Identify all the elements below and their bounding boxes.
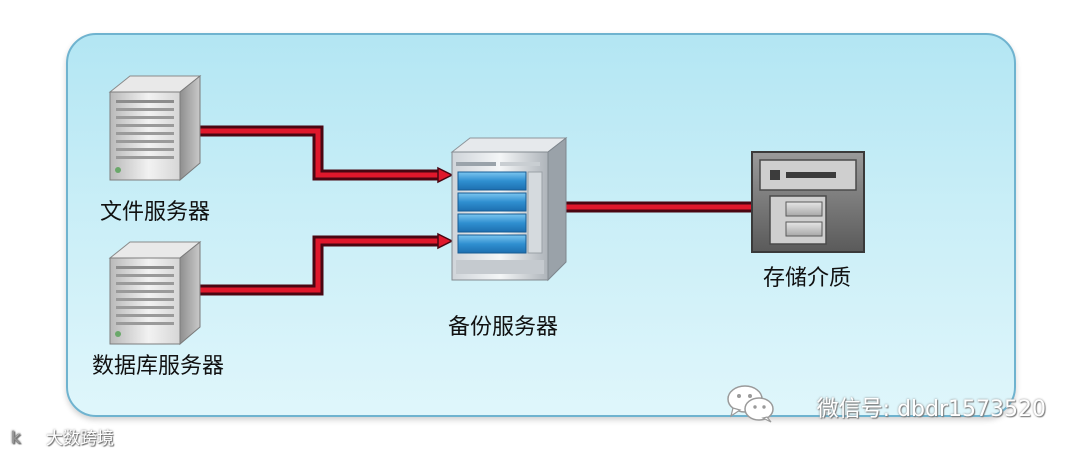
database-server-label: 数据库服务器 (92, 354, 225, 379)
brand-logo-icon: k (11, 427, 40, 447)
wechat-id-watermark: 微信号: dbdr1573520 (816, 397, 1046, 422)
storage-media-label: 存储介质 (763, 266, 852, 291)
brand-text: 大数跨境 (46, 429, 114, 449)
brand-watermark: k 大数跨境 (10, 424, 114, 449)
file-server-icon (108, 74, 202, 182)
arrow-icon (437, 232, 454, 250)
arrow-icon (437, 166, 454, 184)
database-server-icon (108, 240, 202, 346)
link-backup-to-storage (565, 198, 782, 216)
storage-media-icon (751, 151, 865, 253)
backup-server-icon (450, 136, 568, 282)
link-db-to-backup (196, 232, 454, 296)
brand-mark: k (11, 428, 21, 447)
link-file-to-backup (196, 125, 454, 184)
file-server-label: 文件服务器 (100, 200, 211, 225)
backup-server-label: 备份服务器 (448, 315, 559, 340)
wechat-icon (727, 385, 774, 423)
